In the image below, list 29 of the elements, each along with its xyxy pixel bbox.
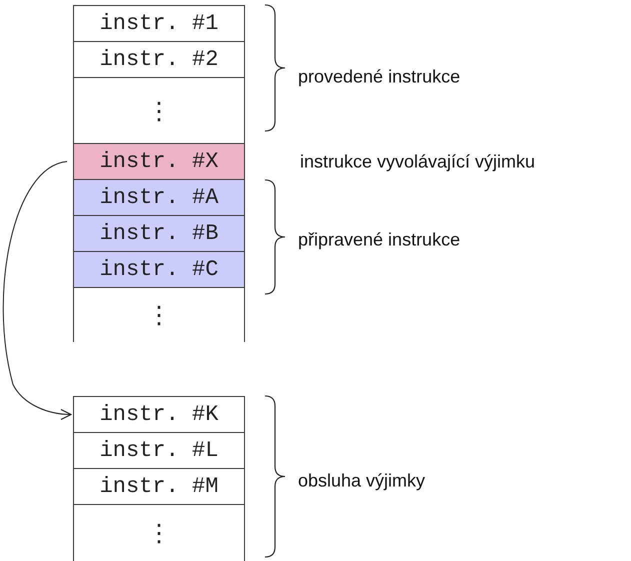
instruction-label: instr. #X bbox=[100, 149, 218, 174]
instruction-label: instr. #L bbox=[100, 438, 218, 463]
annotation-text: obsluha výjimky bbox=[298, 470, 426, 492]
annotation-text: provedené instrukce bbox=[298, 66, 460, 88]
instruction-row bbox=[73, 432, 245, 469]
ellipsis-row bbox=[73, 77, 245, 144]
vertical-ellipsis: ⋮ bbox=[147, 303, 171, 327]
annotation-text: připravené instrukce bbox=[298, 230, 460, 250]
instruction-label: instr. #2 bbox=[100, 47, 218, 72]
instruction-row bbox=[73, 41, 245, 78]
instruction-row bbox=[73, 468, 245, 505]
instruction-label: instr. #1 bbox=[100, 11, 218, 36]
instruction-label: instr. #A bbox=[100, 185, 218, 210]
instruction-label: instr. #C bbox=[100, 257, 218, 282]
instruction-row bbox=[73, 179, 245, 216]
instruction-row bbox=[73, 396, 245, 433]
instruction-row bbox=[73, 215, 245, 252]
ellipsis-row bbox=[73, 504, 245, 561]
annotation-text: instrukce vyvolávající výjimku bbox=[300, 152, 536, 172]
instruction-label: instr. #B bbox=[100, 221, 218, 246]
ellipsis-row bbox=[73, 287, 245, 342]
instruction-label: instr. #K bbox=[100, 402, 218, 427]
vertical-ellipsis: ⋮ bbox=[147, 98, 171, 122]
curved-arrow bbox=[2, 161, 72, 420]
instruction-row bbox=[73, 143, 245, 180]
instruction-row bbox=[73, 5, 245, 42]
instruction-row bbox=[73, 251, 245, 288]
instruction-label: instr. #M bbox=[100, 474, 218, 499]
vertical-ellipsis: ⋮ bbox=[147, 521, 171, 545]
